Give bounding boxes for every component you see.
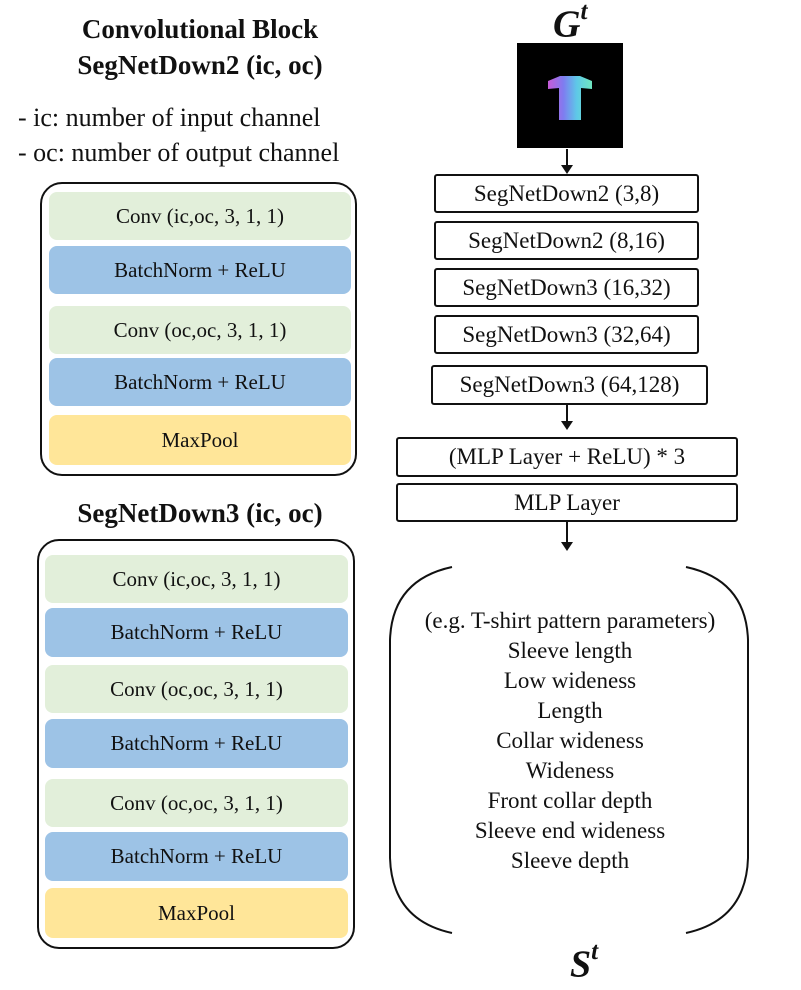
param-sleeve-depth: Sleeve depth xyxy=(510,848,630,873)
batchnorm-relu-layer: BatchNorm + ReLU xyxy=(45,608,348,657)
params-header: (e.g. T-shirt pattern parameters) xyxy=(424,608,716,633)
note-ic: - ic: number of input channel xyxy=(18,103,321,132)
segnetdown2-title: SegNetDown2 (ic, oc) xyxy=(77,50,323,80)
conv-layer: Conv (oc,oc, 3, 1, 1) xyxy=(45,779,348,827)
tshirt-graphic xyxy=(548,76,592,120)
stage-segnetdown3-64-128: SegNetDown3 (64,128) xyxy=(431,365,708,405)
arrow-head xyxy=(561,165,573,174)
conv-layer: Conv (oc,oc, 3, 1, 1) xyxy=(45,665,348,713)
left-bracket xyxy=(389,566,453,934)
stage-segnetdown2-3-8: SegNetDown2 (3,8) xyxy=(434,174,699,213)
maxpool-layer: MaxPool xyxy=(49,415,351,465)
pattern-parameter-list: (e.g. T-shirt pattern parameters) Sleeve… xyxy=(390,606,750,876)
stage-segnetdown2-8-16: SegNetDown2 (8,16) xyxy=(434,221,699,260)
conv-layer: Conv (ic,oc, 3, 1, 1) xyxy=(45,555,348,603)
param-sleeve-length: Sleeve length xyxy=(507,638,633,663)
param-low-wideness: Low wideness xyxy=(503,668,637,693)
batchnorm-relu-layer: BatchNorm + ReLU xyxy=(49,358,351,406)
conv-layer: Conv (oc,oc, 3, 1, 1) xyxy=(49,306,351,354)
param-length: Length xyxy=(537,698,603,723)
output-symbol: St xyxy=(570,938,598,987)
batchnorm-relu-layer: BatchNorm + ReLU xyxy=(45,832,348,881)
output-symbol-superscript: t xyxy=(591,938,599,965)
arrow-head xyxy=(561,421,573,430)
input-symbol: Gt xyxy=(553,0,588,47)
param-sleeve-end-wideness: Sleeve end wideness xyxy=(474,818,666,843)
arrow-head xyxy=(561,542,573,551)
right-bracket xyxy=(685,566,749,934)
param-front-collar-depth: Front collar depth xyxy=(487,788,653,813)
block-title: Convolutional Block xyxy=(81,14,319,44)
note-oc: - oc: number of output channel xyxy=(18,138,340,167)
param-wideness: Wideness xyxy=(525,758,615,783)
mlp-output-layer: MLP Layer xyxy=(396,483,738,522)
mlp-relu-block: (MLP Layer + ReLU) * 3 xyxy=(396,437,738,477)
batchnorm-relu-layer: BatchNorm + ReLU xyxy=(49,246,351,294)
stage-segnetdown3-16-32: SegNetDown3 (16,32) xyxy=(434,268,699,307)
batchnorm-relu-layer: BatchNorm + ReLU xyxy=(45,719,348,768)
param-collar-wideness: Collar wideness xyxy=(496,728,644,753)
maxpool-layer: MaxPool xyxy=(45,888,348,938)
conv-layer: Conv (ic,oc, 3, 1, 1) xyxy=(49,192,351,240)
stage-segnetdown3-32-64: SegNetDown3 (32,64) xyxy=(434,315,699,354)
output-symbol-letter: S xyxy=(570,943,592,986)
input-symbol-letter: G xyxy=(553,3,581,46)
tshirt-render-image xyxy=(517,43,623,148)
input-symbol-superscript: t xyxy=(580,0,588,25)
segnetdown3-title: SegNetDown3 (ic, oc) xyxy=(77,498,323,528)
